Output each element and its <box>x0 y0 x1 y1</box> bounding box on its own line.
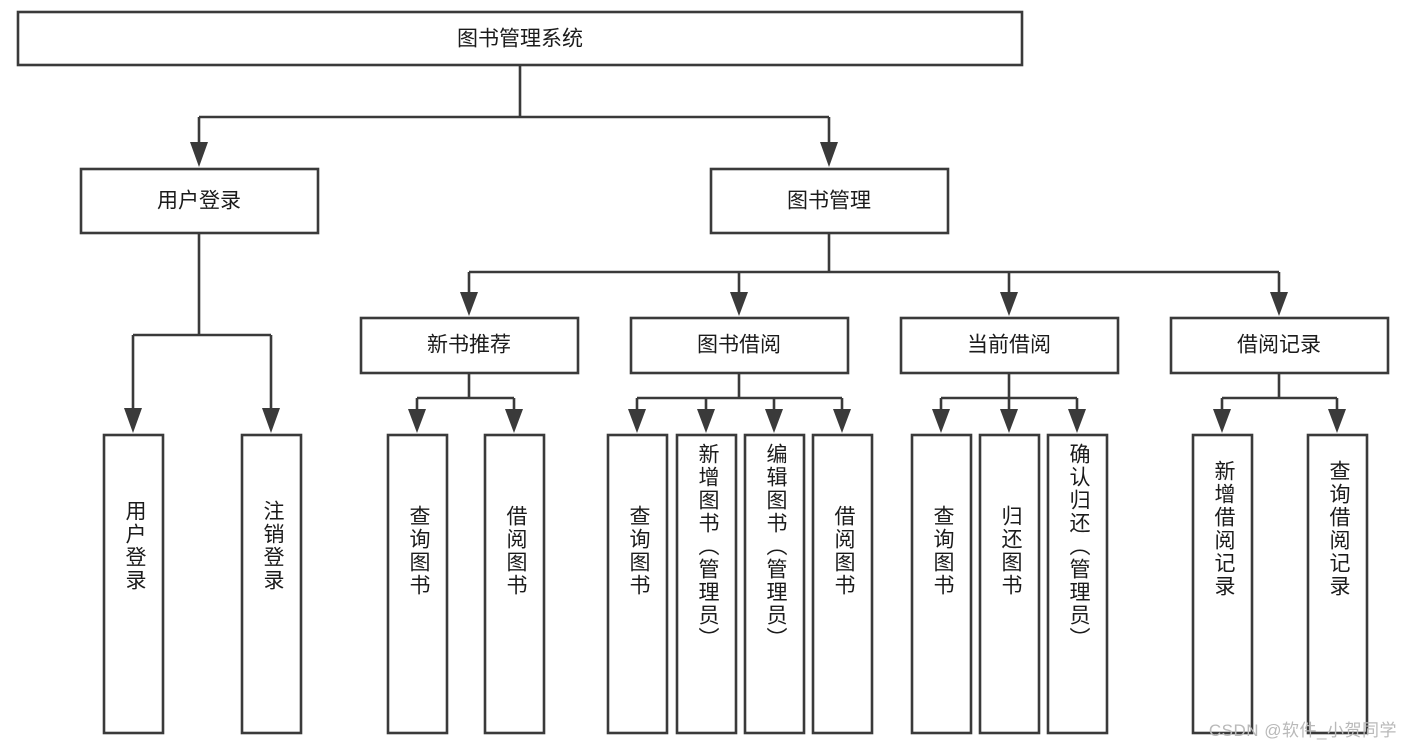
leaf-box[interactable] <box>102 433 165 735</box>
arrow-icon <box>730 292 748 316</box>
connector-userlogin-to-leaves <box>124 233 280 433</box>
node-box[interactable] <box>899 316 1120 375</box>
node-box[interactable] <box>1169 316 1390 375</box>
leaf-box[interactable] <box>675 433 738 735</box>
node-root[interactable]: 图书管理系统 <box>16 10 1024 67</box>
leaf-box[interactable] <box>240 433 303 735</box>
node-current-borrow[interactable]: 当前借阅 <box>899 316 1120 375</box>
node-label: 新书推荐 <box>427 334 511 357</box>
node-root-box[interactable] <box>16 10 1024 67</box>
leaf-box[interactable] <box>910 433 973 735</box>
arrow-icon <box>460 292 478 316</box>
arrow-icon <box>1270 292 1288 316</box>
node-box[interactable] <box>79 167 320 235</box>
leaf-box[interactable] <box>386 433 449 735</box>
leaf-box[interactable] <box>811 433 874 735</box>
leaf-box[interactable] <box>743 433 806 735</box>
node-new-book-recommend[interactable]: 新书推荐 <box>359 316 580 375</box>
arrow-icon <box>1000 292 1018 316</box>
leaf-box[interactable] <box>1046 433 1109 735</box>
csdn-watermark: CSDN @软件_小贺同学 <box>1208 721 1397 740</box>
node-box[interactable] <box>359 316 580 375</box>
node-label: 当前借阅 <box>967 334 1051 357</box>
arrow-icon <box>1328 409 1346 433</box>
arrow-icon <box>262 408 280 433</box>
leaf-group-current-borrow <box>910 433 1109 735</box>
leaf-group-new-book-recommend <box>386 433 546 735</box>
leaf-group-book-borrow <box>606 433 874 735</box>
leaf-box[interactable] <box>483 433 546 735</box>
connector-bookmgmt-to-level3 <box>460 233 1288 316</box>
arrow-icon <box>505 409 523 433</box>
connector-bookborrow-to-leaves <box>628 373 851 433</box>
connector-currentborrow-to-leaves <box>932 373 1086 433</box>
leaf-box[interactable] <box>1306 433 1369 735</box>
arrow-icon <box>190 142 208 167</box>
arrow-icon <box>1213 409 1231 433</box>
arrow-icon <box>1068 409 1086 433</box>
node-label: 用户登录 <box>157 190 241 213</box>
node-borrow-record[interactable]: 借阅记录 <box>1169 316 1390 375</box>
leaf-group-user-login <box>102 433 303 735</box>
arrow-icon <box>820 142 838 167</box>
arrow-icon <box>932 409 950 433</box>
leaf-group-borrow-record <box>1191 433 1369 735</box>
node-root-label: 图书管理系统 <box>457 28 583 51</box>
node-book-borrow[interactable]: 图书借阅 <box>629 316 850 375</box>
node-label: 图书管理 <box>787 190 871 213</box>
leaf-box[interactable] <box>606 433 669 735</box>
node-label: 图书借阅 <box>697 334 781 357</box>
arrow-icon <box>765 409 783 433</box>
arrow-icon <box>697 409 715 433</box>
connector-borrowrecord-to-leaves <box>1213 373 1346 433</box>
connector-root-to-level2 <box>190 65 838 167</box>
connector-newbook-to-leaves <box>408 373 523 433</box>
node-user-login[interactable]: 用户登录 <box>79 167 320 235</box>
node-book-management[interactable]: 图书管理 <box>709 167 950 235</box>
node-box[interactable] <box>629 316 850 375</box>
node-box[interactable] <box>709 167 950 235</box>
leaf-box[interactable] <box>1191 433 1254 735</box>
leaf-box[interactable] <box>978 433 1041 735</box>
node-label: 借阅记录 <box>1237 334 1321 357</box>
arrow-icon <box>408 409 426 433</box>
arrow-icon <box>628 409 646 433</box>
arrow-icon <box>833 409 851 433</box>
arrow-icon <box>1000 409 1018 433</box>
arrow-icon <box>124 408 142 433</box>
